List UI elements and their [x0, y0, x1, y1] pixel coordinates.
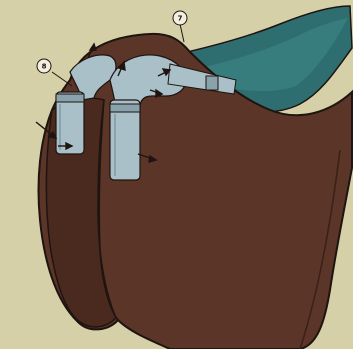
- left-strap-buckle: [56, 94, 84, 102]
- callout-right-label: 7: [178, 15, 183, 23]
- girth-buckle: [206, 76, 218, 90]
- callout-left: 8: [37, 59, 51, 73]
- callout-left-label: 8: [42, 63, 47, 71]
- right-strap-buckle: [110, 104, 140, 112]
- callout-right: 7: [173, 11, 187, 25]
